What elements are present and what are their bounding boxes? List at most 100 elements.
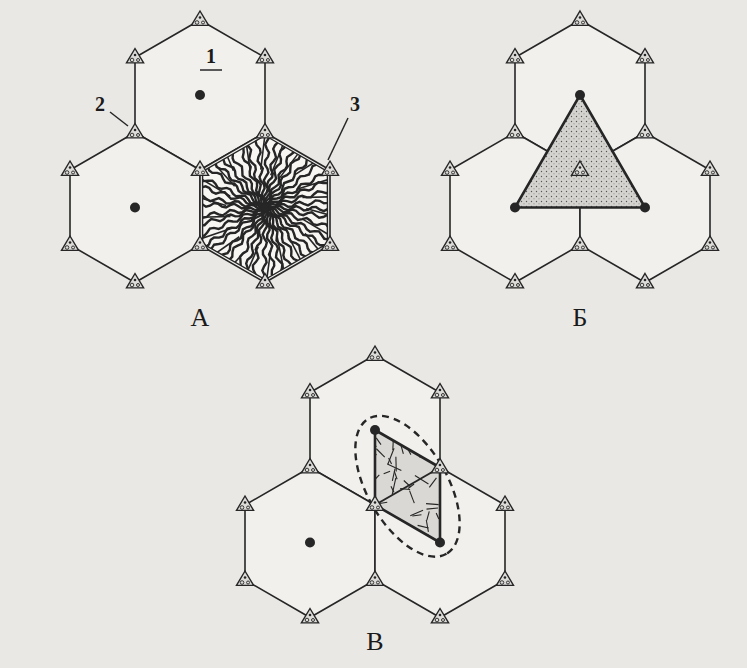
portal-triad bbox=[507, 124, 524, 138]
triad-vessel bbox=[370, 356, 374, 360]
portal-triad bbox=[701, 161, 718, 175]
triad-vessel bbox=[711, 171, 714, 174]
triad-duct bbox=[514, 129, 517, 132]
sinusoid bbox=[378, 515, 387, 518]
sinusoid bbox=[267, 210, 287, 283]
portal-triad bbox=[431, 459, 448, 473]
portal-triad bbox=[256, 49, 273, 63]
sinusoid bbox=[376, 449, 384, 457]
figure-letter: В bbox=[366, 629, 383, 655]
portal-lobule-triangle bbox=[515, 95, 645, 208]
triad-vessel bbox=[65, 171, 69, 175]
triad-vessel bbox=[705, 246, 709, 250]
triad-vessel bbox=[435, 393, 439, 397]
triad-vessel bbox=[646, 59, 649, 62]
triad-vessel bbox=[517, 134, 520, 137]
triad-vessel bbox=[510, 58, 514, 62]
triad-vessel bbox=[442, 619, 445, 622]
triad-vessel bbox=[441, 469, 444, 472]
sinusoid bbox=[371, 471, 373, 484]
portal-triad bbox=[637, 274, 654, 288]
sinusoid bbox=[268, 198, 344, 209]
triad-vessel bbox=[305, 618, 309, 622]
portal-triad bbox=[366, 346, 383, 360]
triad-duct bbox=[329, 166, 332, 169]
triad-vessel bbox=[441, 394, 444, 397]
sinusoid bbox=[410, 534, 413, 546]
portal-triad bbox=[496, 571, 513, 585]
sinusoid bbox=[189, 207, 262, 229]
triad-vessel bbox=[647, 284, 650, 287]
sinusoid bbox=[419, 541, 435, 548]
sinusoid-branch bbox=[188, 216, 231, 217]
triad-duct bbox=[134, 54, 137, 57]
triad-vessel bbox=[137, 134, 140, 137]
sinusoid bbox=[416, 536, 426, 541]
triad-vessel bbox=[435, 468, 439, 472]
triad-duct bbox=[579, 241, 582, 244]
triad-duct bbox=[309, 614, 312, 617]
leader-line bbox=[200, 69, 222, 71]
triad-duct bbox=[374, 351, 377, 354]
sinusoid bbox=[426, 520, 428, 532]
triad-vessel bbox=[305, 393, 309, 397]
triad-vessel bbox=[582, 21, 585, 24]
triad-duct bbox=[244, 501, 247, 504]
triad-vessel bbox=[506, 581, 509, 584]
triad-vessel bbox=[370, 581, 374, 585]
triad-duct bbox=[199, 166, 202, 169]
triad-vessel bbox=[260, 283, 264, 287]
triad-duct bbox=[439, 614, 442, 617]
sinusoid bbox=[373, 515, 375, 526]
portal-triad bbox=[321, 161, 338, 175]
sinusoid bbox=[427, 511, 429, 520]
triad-duct bbox=[439, 389, 442, 392]
sinusoid-branch bbox=[302, 196, 342, 199]
triad-vessel bbox=[247, 581, 250, 584]
triad-duct bbox=[69, 166, 72, 169]
triad-duct bbox=[264, 279, 267, 282]
portal-triad bbox=[191, 161, 208, 175]
triad-vessel bbox=[452, 171, 455, 174]
triad-vessel bbox=[646, 134, 649, 137]
triad-vessel bbox=[377, 356, 380, 359]
triad-vessel bbox=[137, 284, 140, 287]
central-vein bbox=[435, 538, 445, 548]
triad-duct bbox=[374, 576, 377, 579]
figure-letter: Б bbox=[573, 305, 588, 331]
central-vein bbox=[261, 204, 269, 212]
triad-vessel bbox=[325, 171, 329, 175]
triad-vessel bbox=[266, 59, 269, 62]
triad-duct bbox=[199, 241, 202, 244]
triad-vessel bbox=[202, 21, 205, 24]
triad-duct bbox=[329, 241, 332, 244]
sinusoid bbox=[392, 469, 395, 481]
portal-triad bbox=[571, 236, 588, 250]
portal-triad bbox=[191, 236, 208, 250]
central-vein bbox=[130, 203, 140, 213]
triad-vessel bbox=[376, 581, 379, 584]
portal-triad bbox=[321, 236, 338, 250]
triad-duct bbox=[514, 279, 517, 282]
portal-triad bbox=[507, 49, 524, 63]
triad-vessel bbox=[267, 284, 270, 287]
triad-vessel bbox=[575, 21, 579, 25]
triad-vessel bbox=[510, 283, 514, 287]
triad-duct bbox=[644, 129, 647, 132]
portal-triad bbox=[506, 274, 523, 288]
leader-line bbox=[110, 112, 128, 126]
portal-triad bbox=[237, 496, 254, 510]
portal-triad bbox=[127, 274, 144, 288]
portal-triad bbox=[127, 49, 144, 63]
triad-vessel bbox=[130, 283, 134, 287]
triad-duct bbox=[309, 464, 312, 467]
triad-vessel bbox=[640, 283, 644, 287]
triad-vessel bbox=[500, 506, 504, 510]
triad-vessel bbox=[517, 284, 520, 287]
triad-vessel bbox=[266, 134, 269, 137]
triad-vessel bbox=[72, 171, 75, 174]
triad-duct bbox=[264, 54, 267, 57]
sinusoid-branch bbox=[245, 132, 251, 171]
triad-duct bbox=[439, 464, 442, 467]
portal-triad bbox=[572, 161, 589, 175]
